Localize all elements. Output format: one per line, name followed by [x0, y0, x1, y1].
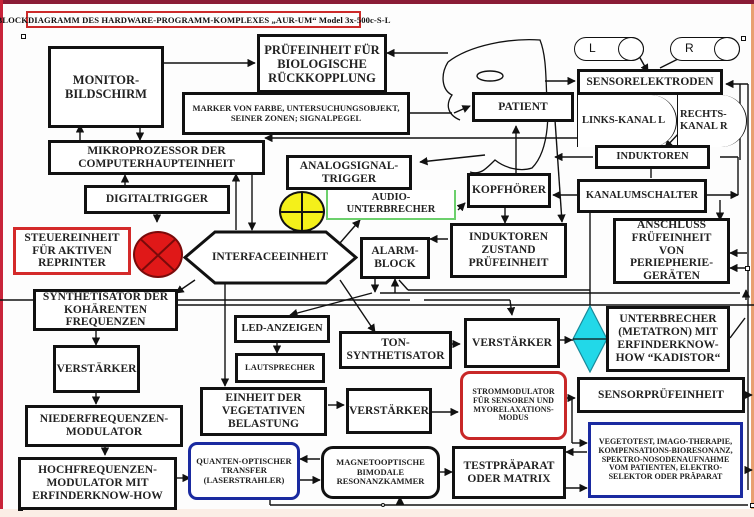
node-verstaerker-mid: VERSTÄRKER	[464, 318, 560, 368]
terminal-square	[745, 266, 750, 271]
node-verstaerker-left: VERSTÄRKER	[53, 345, 140, 393]
electrode-l-label: L	[589, 41, 596, 55]
patient-eye	[476, 70, 504, 82]
frame-bottom-border	[0, 509, 754, 517]
node-led: LED-ANZEIGEN	[234, 315, 330, 343]
cyan-diamond-icon	[572, 305, 608, 373]
node-kanalumschalter: KANALUMSCHALTER	[577, 179, 707, 213]
electrode-r-cap	[714, 37, 740, 61]
yellow-cross-circle-icon	[279, 191, 325, 232]
node-strommodulator: STROMMODULATOR FÜR SENSOREN UND MYORELAX…	[460, 371, 567, 440]
node-audio: AUDIO-UNTERBRECHER	[326, 190, 456, 220]
node-niederfreq: NIEDERFREQUENZEN-MODULATOR	[25, 405, 183, 447]
node-links-kanal: LINKS-KANAL L	[577, 95, 677, 147]
node-marker: MARKER VON FARBE, UNTERSUCHUNGSOBJEKT, S…	[182, 92, 410, 135]
node-induktoren-zustand: INDUKTOREN ZUSTAND PRÜFEINHEIT	[450, 223, 567, 278]
node-lautsprecher: LAUTSPRECHER	[235, 353, 325, 383]
electrode-r: R	[670, 37, 740, 61]
node-induktoren: INDUKTOREN	[595, 145, 710, 169]
terminal-square	[381, 503, 385, 507]
terminal-square	[741, 36, 746, 41]
node-einheit-veg: EINHEIT DER VEGETATIVEN BELASTUNG	[200, 387, 327, 436]
node-sensorpruef: SENSORPRÜFEINHEIT	[577, 377, 745, 413]
node-vegetotest: VEGETOTEST, IMAGO-THERAPIE, KOMPENSATION…	[588, 422, 743, 498]
node-alarm: ALARM-BLOCK	[360, 237, 430, 279]
frame-top-border	[0, 0, 754, 4]
node-pruef-bio: PRÜFEINHEIT FÜR BIOLOGISCHE RÜCKKOPPLUNG	[257, 34, 387, 93]
node-testpraeparat: TESTPRÄPARAT ODER MATRIX	[452, 446, 566, 499]
terminal-square	[21, 34, 26, 39]
node-monitor: MONITOR-BILDSCHIRM	[48, 46, 164, 128]
node-sensorelektroden: SENSORELEKTRODEN	[577, 69, 723, 95]
node-unterbrecher: UNTERBRECHER (METATRON) MIT ERFINDERKNOW…	[606, 306, 730, 372]
node-synthetisator: SYNTHETISATOR DER KOHÄRENTEN FREQUENZEN	[33, 289, 178, 331]
node-interface: INTERFACEEINHEIT	[211, 251, 329, 264]
red-x-circle-icon	[133, 231, 183, 278]
node-rechts-kanal: RECHTS-KANAL R	[677, 95, 747, 147]
frame-right-border	[751, 4, 754, 517]
node-digitaltrigger: DIGITALTRIGGER	[84, 185, 230, 214]
diagram-title: BLOCKDIAGRAMM DES HARDWARE-PROGRAMM-KOMP…	[0, 11, 390, 28]
node-analogsignal: ANALOGSIGNAL-TRIGGER	[286, 155, 412, 190]
electrode-l: L	[574, 37, 644, 61]
node-anschluss: ANSCHLUSS FRÜFEINHEIT VON PERIEPHERIE-GE…	[613, 218, 730, 284]
node-mikroprozessor: MIKROPROZESSOR DER COMPUTERHAUPTEINHEIT	[48, 140, 265, 175]
node-patient: PATIENT	[472, 92, 574, 122]
patient-head-outline	[442, 39, 549, 174]
node-hochfreq: HOCHFREQUENZEN-MODULATOR MIT ERFINDERKNO…	[18, 457, 177, 510]
node-ton-synth: TON-SYNTHETISATOR	[339, 331, 452, 369]
node-interface-shape	[183, 230, 358, 285]
electrode-l-cap	[618, 37, 644, 61]
node-steuereinheit: STEUEREINHEIT FÜR AKTIVEN REPRINTER	[13, 227, 131, 275]
electrode-r-label: R	[685, 41, 694, 55]
frame-left-border	[0, 0, 3, 517]
node-verstaerker-low: VERSTÄRKER	[346, 388, 432, 434]
terminal-square	[750, 503, 754, 508]
node-quanten: QUANTEN-OPTISCHER TRANSFER (LASERSTRAHLE…	[188, 442, 300, 500]
node-magneto: MAGNETOOPTISCHE BIMODALE RESONANZKAMMER	[321, 446, 440, 499]
node-kopfhoerer: KOPFHÖRER	[467, 173, 551, 208]
